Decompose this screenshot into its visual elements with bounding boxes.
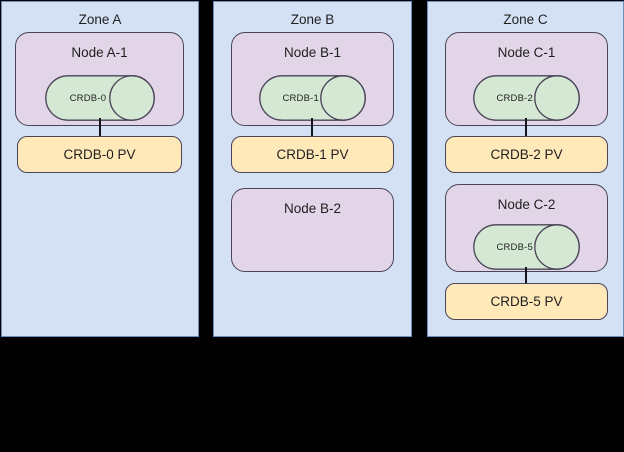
pv-crdb-2: CRDB-2 PV <box>445 136 608 173</box>
pod-crdb-1: CRDB-1 <box>259 75 366 121</box>
pv-crdb-5: CRDB-5 PV <box>445 283 608 320</box>
node-c-2-label: Node C-2 <box>497 197 556 212</box>
cylinder-shape <box>473 224 580 270</box>
pod-crdb-2: CRDB-2 <box>473 75 580 121</box>
pv-crdb-0: CRDB-0 PV <box>17 136 182 173</box>
node-b-1-label: Node B-1 <box>283 45 342 60</box>
node-a-1-label: Node A-1 <box>71 45 128 60</box>
zone-a-label: Zone A <box>78 12 122 27</box>
pv-crdb-5-label: CRDB-5 PV <box>490 294 563 309</box>
node-b-2-label: Node B-2 <box>283 201 342 216</box>
cylinder-shape <box>45 75 155 121</box>
pod-crdb-5: CRDB-5 <box>473 224 580 270</box>
connector-crdb-5 <box>525 267 527 285</box>
pv-crdb-2-label: CRDB-2 PV <box>490 147 563 162</box>
pv-crdb-1-label: CRDB-1 PV <box>276 147 349 162</box>
pod-crdb-0: CRDB-0 <box>45 75 155 121</box>
node-c-1-label: Node C-1 <box>497 45 556 60</box>
pv-crdb-1: CRDB-1 PV <box>231 136 394 173</box>
node-b-2: Node B-2 <box>231 188 394 272</box>
connector-crdb-0 <box>99 118 101 138</box>
cylinder-shape <box>259 75 366 121</box>
connector-crdb-1 <box>311 118 313 138</box>
pv-crdb-0-label: CRDB-0 PV <box>63 147 136 162</box>
connector-crdb-2 <box>525 118 527 138</box>
cylinder-shape <box>473 75 580 121</box>
zone-c-label: Zone C <box>503 12 548 27</box>
zone-b-label: Zone B <box>290 12 335 27</box>
